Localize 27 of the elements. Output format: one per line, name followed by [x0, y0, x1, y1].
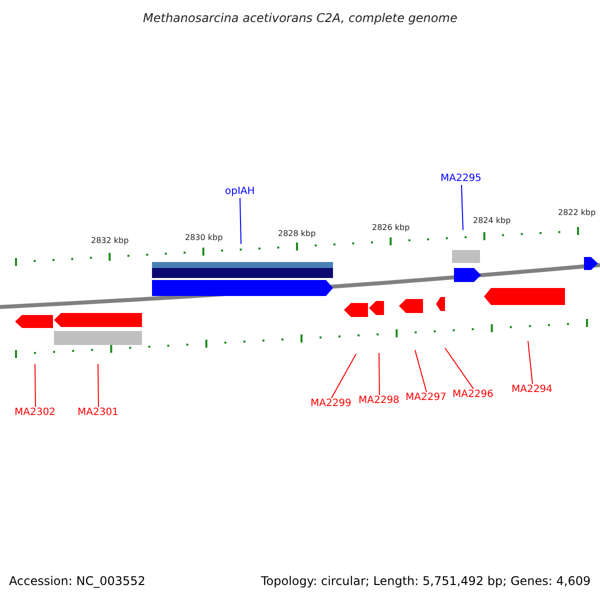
- gene-label: MA2298: [358, 396, 400, 406]
- leader-line: [98, 364, 99, 408]
- leader-line: [34, 364, 36, 408]
- scale-label: 2822 kbp: [558, 209, 596, 217]
- scale-label: 2824 kbp: [473, 217, 511, 225]
- scale-label: 2826 kbp: [372, 224, 410, 232]
- leader-line: [331, 354, 356, 398]
- gene-label: MA2297: [406, 393, 446, 403]
- leader-line: [240, 198, 242, 244]
- gene-label: MA2295: [440, 174, 482, 184]
- leader-line: [461, 184, 464, 230]
- scale-label: 2832 kbp: [91, 237, 129, 245]
- leader-line: [378, 352, 380, 396]
- footer-text: Accession: NC_003552: [9, 575, 146, 587]
- scale-label: 2828 kbp: [278, 230, 316, 238]
- gene-label: MA2299: [310, 399, 352, 409]
- leader-line: [444, 348, 474, 390]
- gene-label: opIAH: [225, 187, 255, 197]
- gene-label: MA2302: [14, 408, 56, 418]
- gene-label: MA2296: [452, 390, 494, 400]
- leader-line: [528, 340, 533, 384]
- footer-text: Topology: circular; Length: 5,751,492 bp; Genes: 4,609: [261, 575, 591, 587]
- diagram-title: Methanosarcina acetivorans C2A, complete genome: [143, 12, 458, 24]
- scale-label: 2830 kbp: [185, 234, 223, 242]
- gene-label: MA2294: [512, 385, 552, 395]
- gene-label: MA2301: [78, 408, 118, 418]
- leader-line: [414, 350, 427, 392]
